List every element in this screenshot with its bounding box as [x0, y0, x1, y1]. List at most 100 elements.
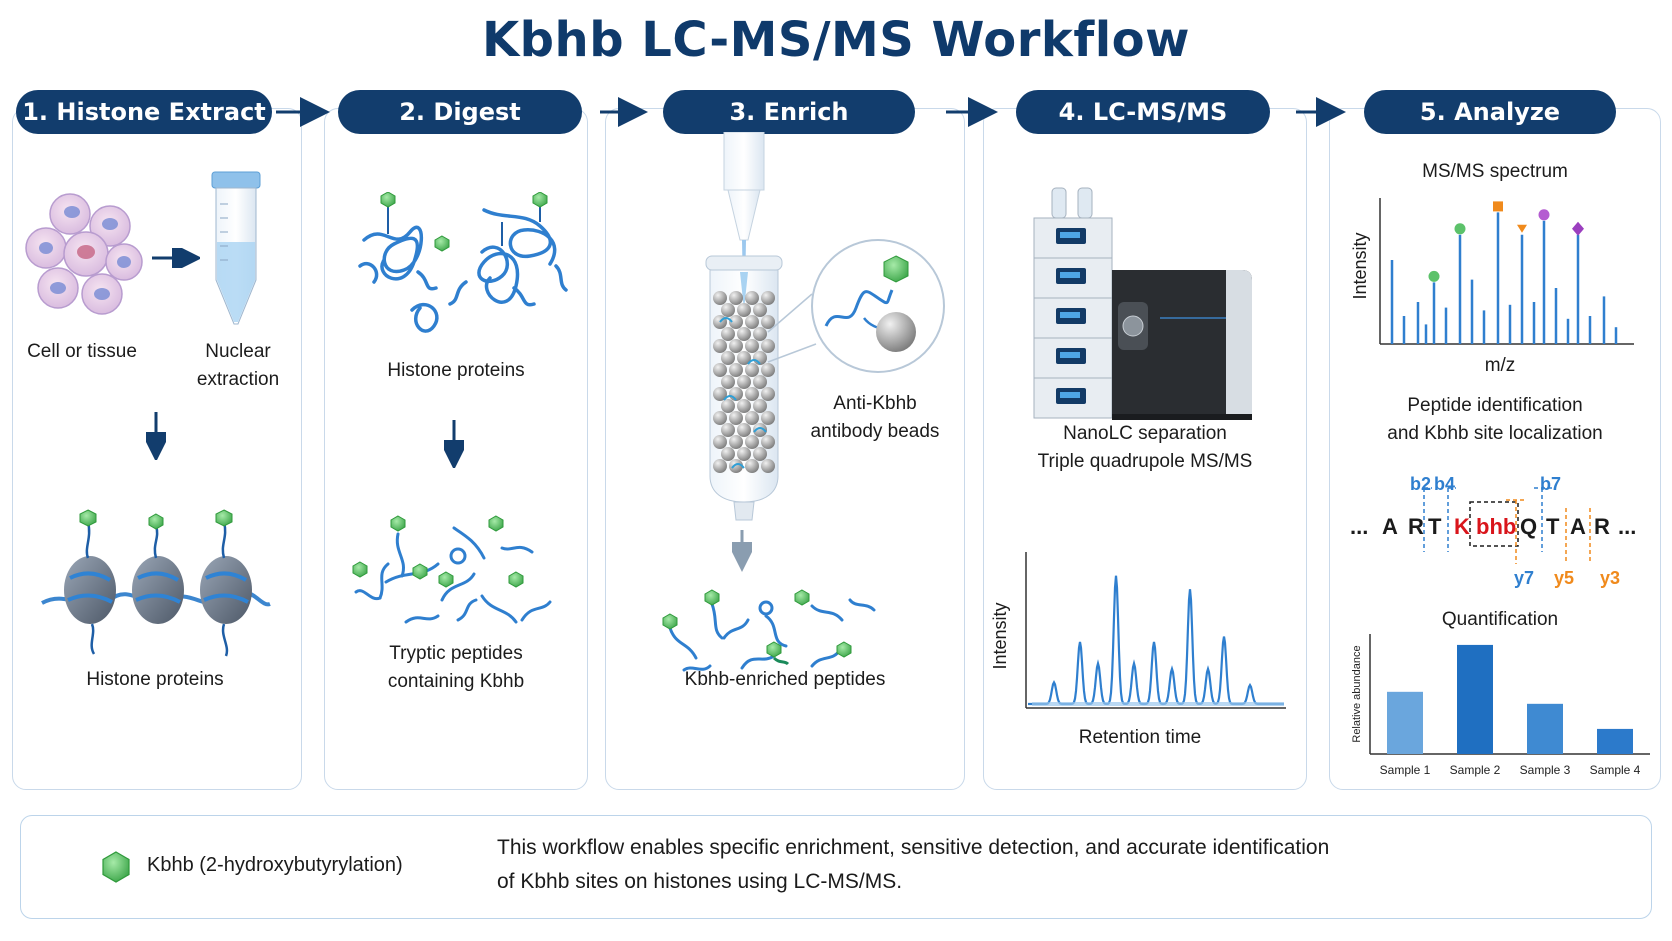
bound-peptide	[747, 359, 761, 365]
histone-proteins-label-2: Histone proteins	[387, 360, 525, 381]
residue: R	[1408, 514, 1424, 539]
chromatogram-chart	[1025, 552, 1286, 709]
enriched-peptides-icon	[662, 589, 876, 672]
bead	[713, 459, 727, 473]
b-ion-label: b7	[1540, 474, 1561, 494]
sequence-prefix: ...	[1350, 514, 1368, 539]
bead	[753, 423, 767, 437]
bead	[713, 291, 727, 305]
bead	[761, 315, 775, 329]
bead	[729, 315, 743, 329]
bead	[745, 291, 759, 305]
residue: T	[1546, 514, 1560, 539]
step-label-3: 3. Enrich	[663, 90, 915, 134]
residue-kbhb-site: K	[1454, 514, 1470, 539]
b-ion-label: b2	[1410, 474, 1431, 494]
bead	[745, 315, 759, 329]
legend-label: Kbhb (2-hydroxybutyrylation)	[147, 854, 403, 876]
fragment-marker	[1572, 221, 1584, 236]
bead	[713, 339, 727, 353]
bead	[721, 351, 735, 365]
chromatogram-ylabel: Intensity	[990, 602, 1010, 670]
bead	[737, 399, 751, 413]
bead	[737, 375, 751, 389]
bound-peptide	[719, 317, 733, 323]
tick-label: Sample 2	[1450, 763, 1501, 777]
bead	[737, 351, 751, 365]
fragment-marker	[1493, 201, 1503, 212]
tryptic-peptides-icon	[352, 515, 552, 624]
bead	[745, 435, 759, 449]
tick-label: Sample 1	[1380, 763, 1431, 777]
residue: A	[1570, 514, 1586, 539]
fragment-marker	[1428, 270, 1440, 282]
kbhb-modification: bhb	[1476, 514, 1516, 539]
identification-label: Peptide identification and Kbhb site loc…	[1387, 395, 1603, 444]
bead	[761, 435, 775, 449]
bead	[745, 387, 759, 401]
bead	[745, 363, 759, 377]
residue: R	[1594, 514, 1610, 539]
enrichment-column-icon	[705, 132, 783, 521]
bead	[737, 327, 751, 341]
spectrum-ylabel: Intensity	[1350, 232, 1370, 300]
bead	[713, 387, 727, 401]
bead	[761, 363, 775, 377]
spectrum-title: MS/MS spectrum	[1422, 161, 1568, 182]
step-label-1: 1. Histone Extract	[16, 90, 272, 134]
bead	[721, 375, 735, 389]
residue: A	[1382, 514, 1398, 539]
residue: T	[1428, 514, 1442, 539]
bead	[729, 363, 743, 377]
instrument-label: NanoLC separation Triple quadrupole MS/M…	[1037, 423, 1253, 472]
bead	[729, 291, 743, 305]
bound-peptide	[723, 395, 737, 401]
spectrum-xlabel: m/z	[1484, 355, 1516, 376]
histone-proteins-label-1: Histone proteins	[86, 669, 224, 690]
cell-label: Cell or tissue	[27, 341, 137, 362]
bead	[761, 339, 775, 353]
legend-summary-box: Kbhb (2-hydroxybutyrylation) This workfl…	[20, 815, 1652, 919]
arrow-down-icon	[146, 412, 166, 460]
arrow-right-icon	[152, 248, 200, 268]
bead	[721, 399, 735, 413]
summary-line-2: of Kbhb sites on histones using LC-MS/MS…	[497, 870, 903, 893]
bar	[1457, 644, 1493, 754]
step-label-4: 4. LC-MS/MS	[1016, 90, 1270, 134]
y-ion-label: y5	[1554, 568, 1574, 588]
panel-analyze	[1329, 108, 1661, 790]
arrow-down-icon	[732, 530, 752, 572]
step-label-2: 2. Digest	[338, 90, 582, 134]
bead	[721, 423, 735, 437]
bar	[1527, 703, 1563, 754]
bead	[753, 303, 767, 317]
tick-label: Sample 4	[1590, 763, 1641, 777]
spectrum-peaks	[1390, 201, 1618, 344]
fragment-marker	[1517, 224, 1527, 233]
sequence-suffix: ...	[1618, 514, 1636, 539]
bead	[745, 459, 759, 473]
bead	[729, 411, 743, 425]
bead	[729, 459, 743, 473]
fragment-marker	[1538, 209, 1550, 221]
falcon-tube-icon	[211, 171, 261, 325]
bound-peptide	[753, 427, 767, 433]
bead	[753, 375, 767, 389]
bead	[753, 447, 767, 461]
y-ion-label: y7	[1514, 568, 1534, 588]
bead	[761, 459, 775, 473]
bead	[737, 303, 751, 317]
bead	[737, 447, 751, 461]
bead	[721, 447, 735, 461]
panel-enrich	[605, 108, 965, 790]
page-title: Kbhb LC-MS/MS Workflow	[481, 12, 1190, 68]
bar	[1597, 728, 1633, 754]
bead	[729, 435, 743, 449]
lcms-instrument-icon	[1033, 187, 1252, 420]
bead-pack	[713, 291, 775, 473]
cell-cluster-icon	[25, 193, 143, 315]
peptide-sequence: ... A R T K bhb Q T A R ... b2 b4 b7 y7 …	[1350, 474, 1636, 588]
bead	[745, 411, 759, 425]
bead	[737, 423, 751, 437]
